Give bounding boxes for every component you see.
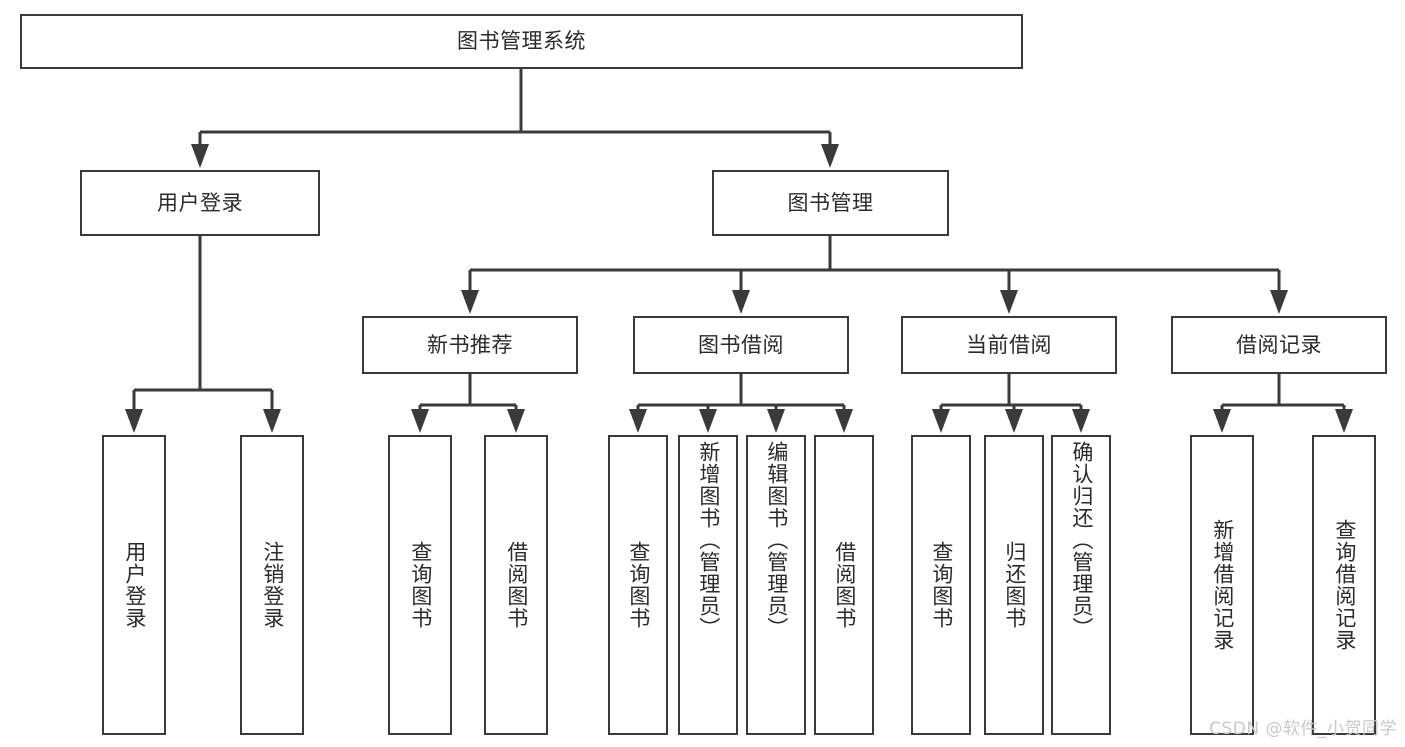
node-label: 查询图书 [929,541,954,629]
node-box-l2-1[interactable]: 图书借阅 [633,316,849,374]
node-box-leaf-7[interactable]: 借阅图书 [814,435,874,735]
node-box-leaf-0[interactable]: 用户登录 [102,435,166,735]
node-label: 新增图书（管理员） [696,441,721,639]
node-label: 图书管理 [787,190,874,215]
node-box-leaf-4[interactable]: 查询图书 [608,435,668,735]
node-box-leaf-6[interactable]: 编辑图书（管理员） [746,435,806,735]
connector-level2-0-to-leaves-arrowhead-0 [411,409,429,433]
node-box-leaf-1[interactable]: 注销登录 [240,435,304,735]
node-label: 当前借阅 [966,332,1052,357]
node-label: 新增借阅记录 [1210,519,1235,651]
node-box-l1-0[interactable]: 用户登录 [80,170,320,236]
node-box-leaf-10[interactable]: 确认归还（管理员） [1051,435,1111,735]
connector-level2-1-to-leaves-arrowhead-0 [629,409,647,433]
node-label: 归还图书 [1002,541,1027,629]
connector-level2-0-to-leaves-arrowhead-1 [507,409,525,433]
node-label: 查询借阅记录 [1332,519,1357,651]
connector-level1-1-to-level2-arrowhead-3 [1270,290,1288,314]
node-label: 注销登录 [260,541,285,629]
connector-level2-2-to-leaves-arrowhead-2 [1072,409,1090,433]
connector-level2-1-to-leaves-arrowhead-2 [767,409,785,433]
node-label: 新书推荐 [427,332,513,357]
node-box-root[interactable]: 图书管理系统 [20,14,1023,69]
node-label: 图书借阅 [698,332,784,357]
connector-level2-2-to-leaves-arrowhead-0 [932,409,950,433]
connector-root-to-level1-arrowhead-0 [191,144,209,168]
csdn-watermark: CSDN @软件_小贺同学 [1209,719,1397,739]
node-label: 查询图书 [408,541,433,629]
connector-level2-3-to-leaves-arrowhead-0 [1213,409,1231,433]
node-box-leaf-9[interactable]: 归还图书 [984,435,1044,735]
node-box-leaf-3[interactable]: 借阅图书 [484,435,548,735]
connector-level1-1-to-level2-arrowhead-0 [461,290,479,314]
node-box-leaf-8[interactable]: 查询图书 [911,435,971,735]
connector-root-to-level1-arrowhead-1 [821,144,839,168]
connector-level2-3-to-leaves-arrowhead-1 [1335,409,1353,433]
connector-level2-1-to-leaves-arrowhead-1 [699,409,717,433]
node-box-leaf-5[interactable]: 新增图书（管理员） [678,435,738,735]
node-box-l1-1[interactable]: 图书管理 [712,170,949,236]
node-label: 借阅图书 [504,541,529,629]
node-label: 图书管理系统 [457,29,586,54]
node-box-l2-3[interactable]: 借阅记录 [1171,316,1387,374]
connector-level1-0-to-leaves-arrowhead-1 [263,409,281,433]
node-label: 借阅记录 [1236,332,1322,357]
connector-level2-1-to-leaves-arrowhead-3 [835,409,853,433]
node-label: 用户登录 [122,541,147,629]
node-label: 编辑图书（管理员） [764,441,789,639]
node-label: 借阅图书 [832,541,857,629]
node-box-l2-0[interactable]: 新书推荐 [362,316,578,374]
node-label: 确认归还（管理员） [1069,441,1094,639]
node-box-l2-2[interactable]: 当前借阅 [901,316,1117,374]
connector-level2-2-to-leaves-arrowhead-1 [1005,409,1023,433]
node-box-leaf-11[interactable]: 新增借阅记录 [1190,435,1254,735]
connector-level1-1-to-level2-arrowhead-2 [1000,290,1018,314]
node-box-leaf-2[interactable]: 查询图书 [388,435,452,735]
node-box-leaf-12[interactable]: 查询借阅记录 [1312,435,1376,735]
node-label: 查询图书 [626,541,651,629]
node-label: 用户登录 [157,190,243,215]
connector-level1-0-to-leaves-arrowhead-0 [125,409,143,433]
connector-level1-1-to-level2-arrowhead-1 [732,290,750,314]
